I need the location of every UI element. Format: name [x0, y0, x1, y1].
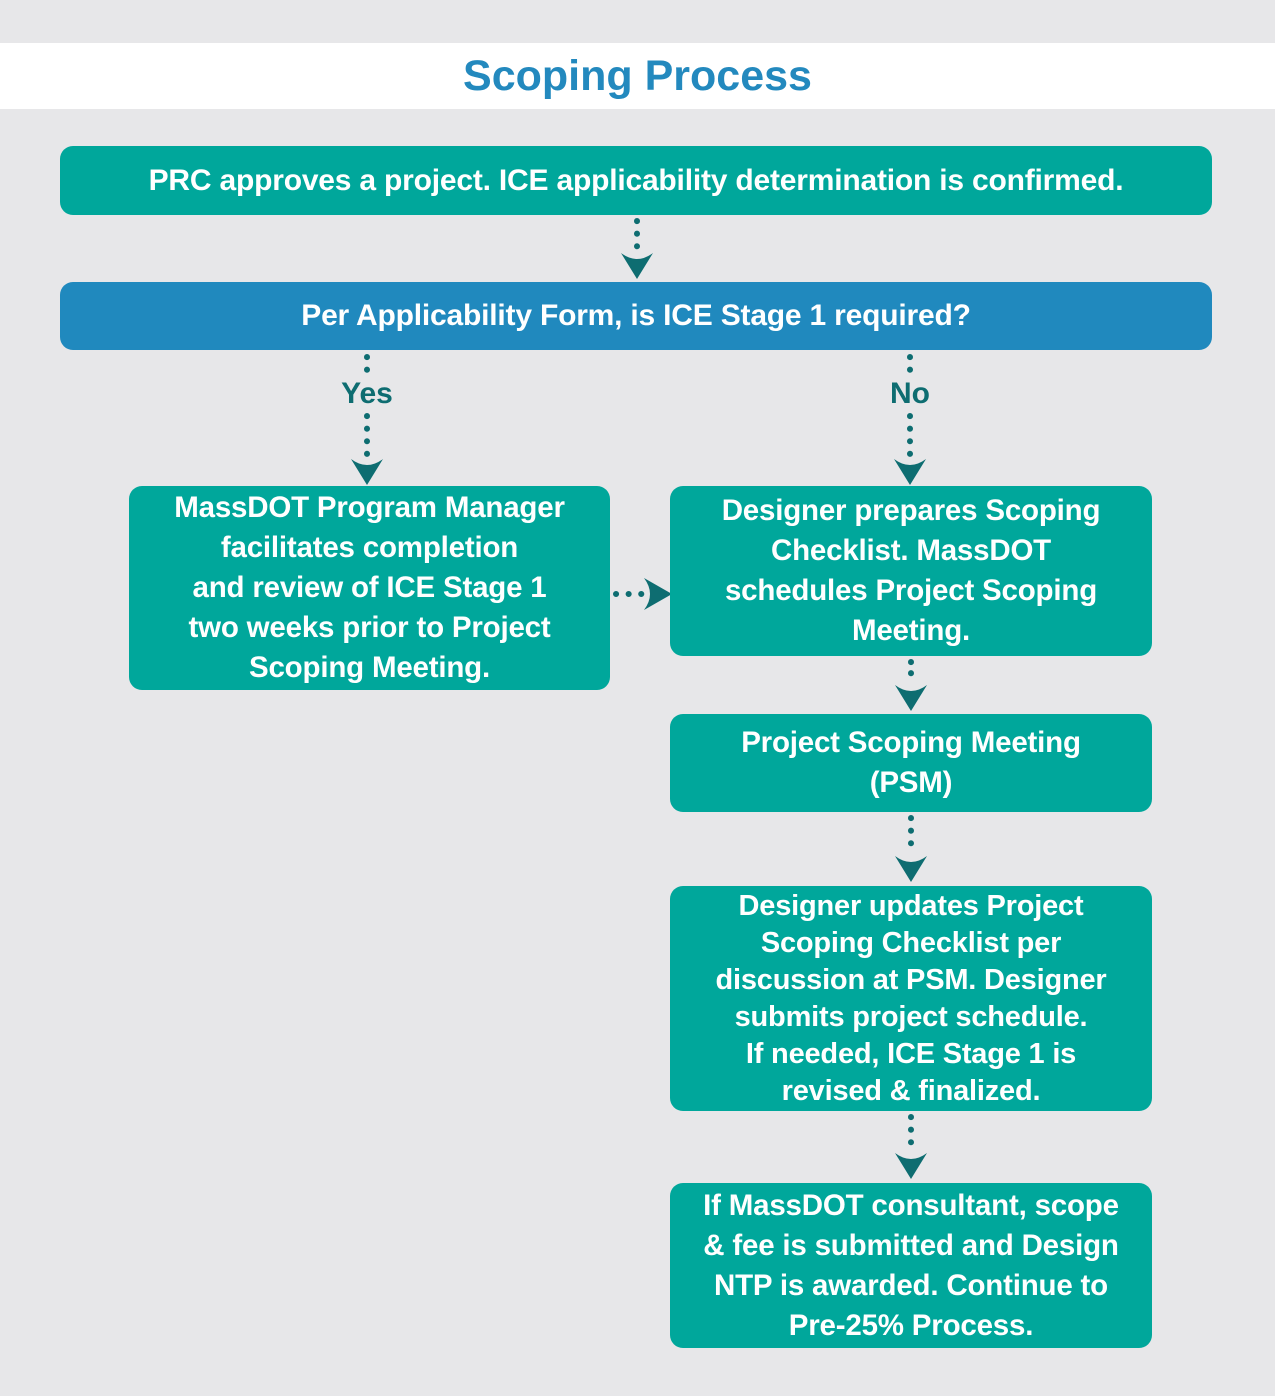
node-designer-updates-checklist: Designer updates Project Scoping Checkli…: [670, 886, 1152, 1111]
dotted-line-icon: [907, 354, 913, 375]
text-line: If needed, ICE Stage 1 is: [745, 1037, 1077, 1070]
dotted-arrow-down-icon: [895, 1114, 927, 1179]
text-line: Designer prepares Scoping: [721, 494, 1101, 527]
text-line: Scoping Checklist per: [760, 926, 1062, 959]
text-line: schedules Project Scoping: [724, 574, 1098, 607]
dotted-arrow-down-icon: [621, 218, 653, 279]
text-line: MassDOT Program Manager: [174, 491, 565, 524]
text-line: Designer updates Project: [738, 889, 1084, 922]
edge-label-yes: Yes: [341, 377, 393, 410]
node-program-manager-ice-stage1: MassDOT Program Manager facilitates comp…: [129, 486, 610, 690]
text-line: facilitates completion: [220, 531, 519, 564]
dotted-line-icon: [364, 354, 370, 375]
dotted-line-icon: [907, 413, 913, 457]
text-line: If MassDOT consultant, scope: [703, 1188, 1119, 1222]
node-prc-approval: PRC approves a project. ICE applicabilit…: [60, 146, 1212, 215]
text-line: discussion at PSM. Designer: [715, 963, 1107, 996]
dotted-arrow-down-icon: [895, 659, 927, 711]
text-line: Meeting.: [851, 614, 971, 647]
node-scope-fee-ntp: If MassDOT consultant, scope & fee is su…: [670, 1183, 1152, 1348]
edge-yes-branch: Yes: [307, 352, 427, 486]
text-line: revised & finalized.: [781, 1074, 1041, 1107]
node-text: PRC approves a project. ICE applicabilit…: [148, 163, 1124, 197]
node-ice-stage1-question: Per Applicability Form, is ICE Stage 1 r…: [60, 282, 1212, 350]
page-title: Scoping Process: [463, 51, 812, 100]
arrowhead-down-icon: [351, 459, 383, 485]
text-line: Checklist. MassDOT: [770, 534, 1052, 567]
dotted-line-icon: [364, 413, 370, 457]
node-project-scoping-meeting: Project Scoping Meeting (PSM): [670, 714, 1152, 812]
text-line: and review of ICE Stage 1: [192, 571, 547, 604]
edge-label-no: No: [890, 377, 930, 410]
dotted-arrow-down-icon: [895, 815, 927, 882]
text-line: NTP is awarded. Continue to: [714, 1268, 1108, 1302]
text-line: Pre-25% Process.: [788, 1308, 1034, 1342]
text-line: (PSM): [869, 766, 953, 799]
text-line: two weeks prior to Project: [188, 611, 551, 644]
text-line: submits project schedule.: [734, 1000, 1088, 1033]
node-text: Per Applicability Form, is ICE Stage 1 r…: [301, 299, 971, 332]
dotted-arrow-right-icon: [613, 578, 672, 610]
edge-no-branch: No: [850, 352, 970, 486]
node-designer-scoping-checklist: Designer prepares Scoping Checklist. Mas…: [670, 486, 1152, 656]
text-line: Project Scoping Meeting: [741, 726, 1081, 759]
text-line: Scoping Meeting.: [249, 651, 490, 684]
text-line: & fee is submitted and Design: [703, 1228, 1119, 1262]
title-band: Scoping Process: [0, 43, 1275, 109]
arrowhead-down-icon: [894, 459, 926, 485]
